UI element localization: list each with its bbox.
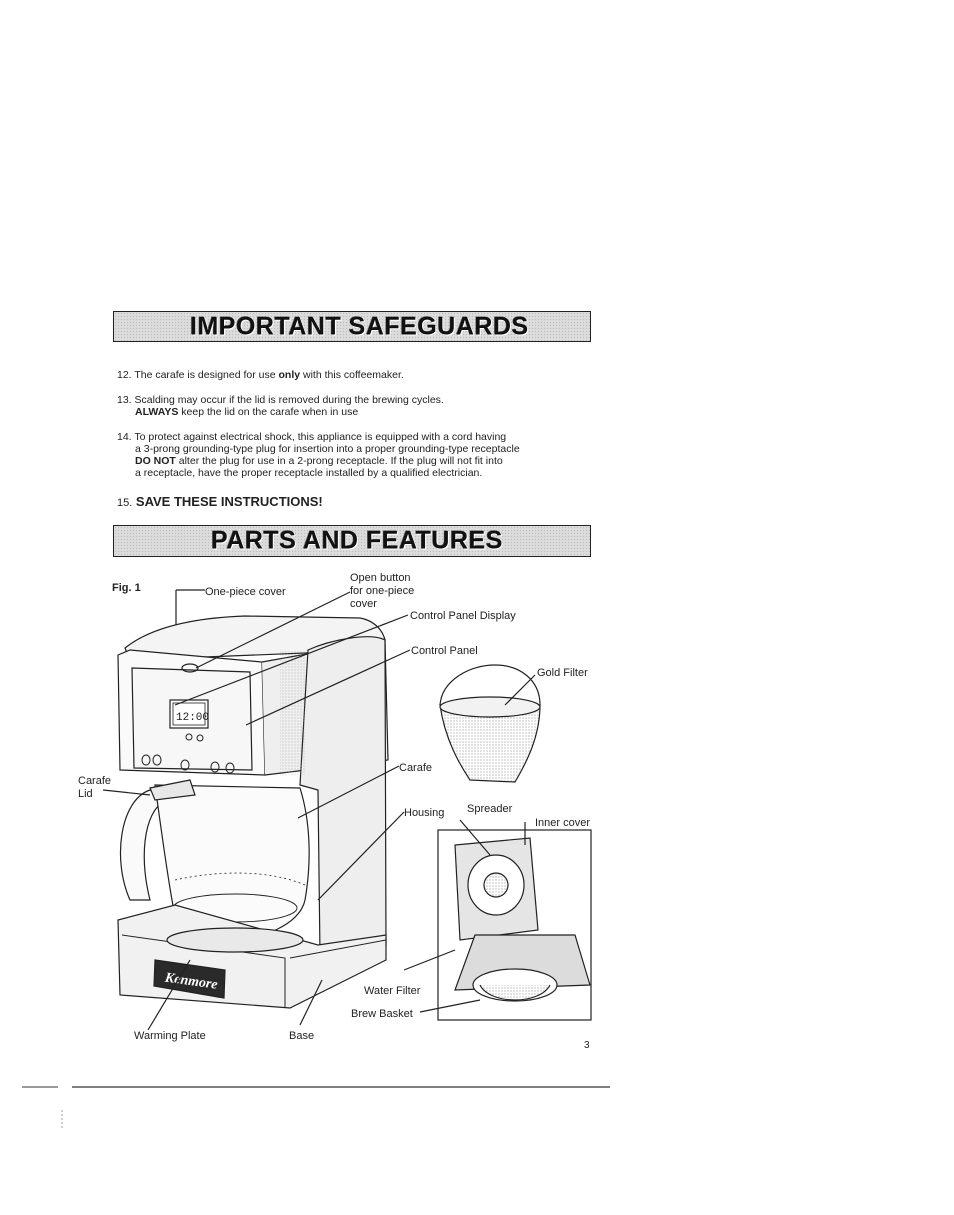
safeguards-title: IMPORTANT SAFEGUARDS — [190, 312, 529, 340]
label-water-filter: Water Filter — [364, 985, 421, 997]
item-14-line3: DO NOT alter the plug for use in a 2-pro… — [135, 455, 503, 467]
warming-plate-shape — [166, 927, 304, 953]
label-open-button-3: cover — [350, 598, 377, 610]
display-time: 12:00 — [176, 712, 209, 724]
item-14-line4: a receptacle, have the proper receptacle… — [135, 467, 483, 479]
kenmore-text: Kenmore — [163, 970, 218, 992]
label-control-panel-display: Control Panel Display — [410, 610, 516, 622]
safeguards-banner: IMPORTANT SAFEGUARDS — [113, 311, 591, 342]
open-button-shape — [181, 663, 199, 673]
item-15: 15. SAVE THESE INSTRUCTIONS! — [117, 494, 323, 509]
label-carafe-lid-1: Carafe — [78, 775, 112, 787]
label-open-button-1: Open button — [350, 572, 411, 584]
label-carafe: Carafe — [399, 762, 433, 774]
label-warming-plate: Warming Plate — [134, 1030, 206, 1042]
item-13: 13. Scalding may occur if the lid is rem… — [117, 394, 444, 406]
label-gold-filter: Gold Filter — [537, 667, 588, 679]
label-inner-cover: Inner cover — [535, 817, 591, 829]
label-one-piece-cover: One-piece cover — [205, 586, 286, 598]
fig-label: Fig. 1 — [112, 582, 141, 594]
kenmore-logo — [153, 959, 226, 999]
label-base: Base — [289, 1030, 315, 1042]
parts-title: PARTS AND FEATURES — [211, 526, 503, 555]
label-brew-basket: Brew Basket — [351, 1008, 413, 1020]
gold-filter-shape — [439, 664, 541, 706]
item-12: 12. The carafe is designed for use only … — [117, 369, 404, 381]
control-buttons — [141, 733, 235, 774]
label-carafe-lid-2: Lid — [78, 788, 93, 800]
item-14: 14. To protect against electrical shock,… — [117, 431, 507, 443]
item-14-line2: a 3-prong grounding-type plug for insert… — [135, 443, 520, 455]
label-control-panel: Control Panel — [411, 645, 478, 657]
label-spreader: Spreader — [467, 803, 513, 815]
label-housing: Housing — [404, 807, 445, 819]
item-13-line2: ALWAYS keep the lid on the carafe when i… — [135, 406, 359, 418]
page-number: 3 — [584, 1040, 590, 1051]
inset-photo — [437, 829, 592, 1021]
parts-banner: PARTS AND FEATURES — [113, 525, 591, 557]
label-open-button-2: for one-piece — [350, 585, 415, 597]
carafe-handle — [119, 789, 167, 901]
